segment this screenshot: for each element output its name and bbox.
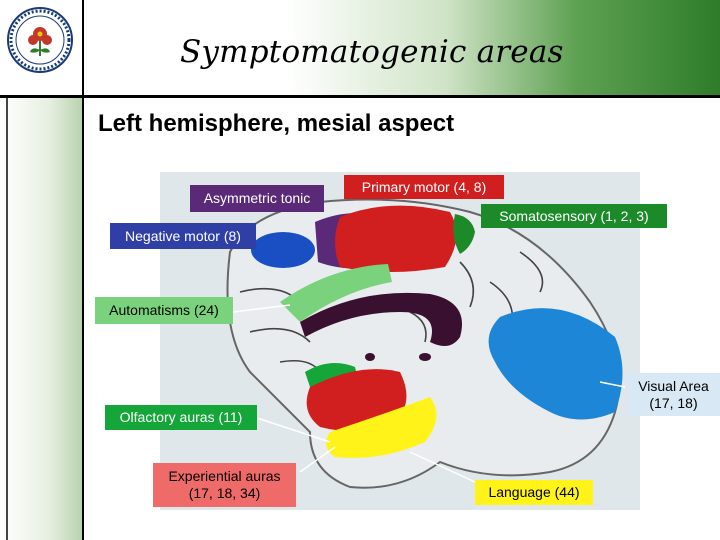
slide-subtitle: Left hemisphere, mesial aspect	[98, 110, 455, 137]
region-automatisms	[280, 264, 392, 322]
left-rail-stripe	[6, 98, 8, 540]
logo-area	[0, 0, 84, 96]
slide-title: Symptomatogenic areas	[180, 34, 564, 70]
header-divider	[0, 95, 720, 98]
label-experiential-auras: Experiential auras (17, 18, 34)	[153, 463, 296, 507]
left-rail	[0, 98, 84, 540]
institute-logo-icon	[7, 7, 73, 73]
label-negative-motor: Negative motor (8)	[110, 223, 256, 249]
region-language	[326, 397, 437, 458]
label-visual-area-line1: Visual Area	[638, 377, 709, 394]
label-visual-area-line2: (17, 18)	[649, 394, 698, 411]
label-primary-motor: Primary motor (4, 8)	[344, 175, 504, 199]
region-negative-motor	[251, 232, 315, 268]
label-asymmetric-tonic: Asymmetric tonic	[190, 185, 324, 212]
label-automatisms: Automatisms (24)	[95, 297, 233, 324]
header-bar	[0, 0, 720, 97]
label-language: Language (44)	[475, 480, 593, 505]
region-visual-area	[488, 308, 623, 420]
label-somatosensory: Somatosensory (1, 2, 3)	[481, 204, 667, 228]
region-somatosensory	[453, 214, 475, 254]
brain-illustration	[226, 198, 626, 489]
label-experiential-auras-line2: (17, 18, 34)	[188, 485, 261, 501]
label-visual-area: Visual Area (17, 18)	[627, 373, 720, 416]
region-primary-motor	[335, 205, 457, 272]
corpus-callosum	[300, 292, 462, 346]
label-experiential-auras-line1: Experiential auras	[168, 468, 281, 484]
label-olfactory-auras: Olfactory auras (11)	[105, 405, 257, 430]
